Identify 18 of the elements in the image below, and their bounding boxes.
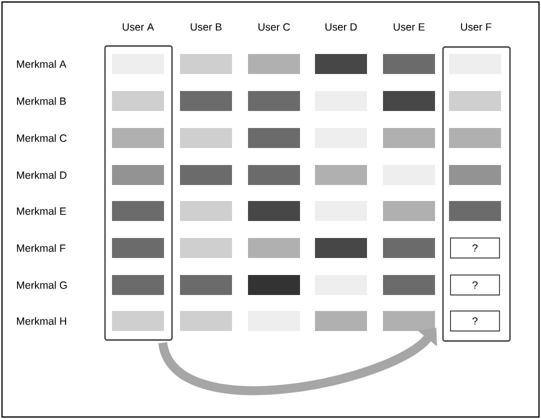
- column-box: User A: [104, 23, 173, 341]
- question-box: ?: [450, 238, 500, 258]
- column-header: User E: [394, 23, 425, 31]
- row-label: Merkmal C: [17, 134, 67, 142]
- row-label: Merkmal F: [17, 244, 66, 252]
- column-header: User B: [190, 23, 222, 31]
- row-label: Merkmal H: [17, 317, 66, 325]
- row-label: Merkmal B: [17, 97, 66, 105]
- row-label: Merkmal A: [17, 60, 66, 68]
- row-label: Merkmal D: [17, 171, 66, 179]
- question-box: ?: [450, 274, 500, 296]
- question-box: ?: [450, 310, 500, 332]
- node-label: User F: [461, 23, 492, 31]
- column-header: User D: [325, 23, 357, 31]
- row-label: Merkmal E: [17, 207, 66, 215]
- column-header: User C: [258, 23, 290, 31]
- node-label: User A: [122, 23, 154, 31]
- row-label: Merkmal G: [17, 281, 67, 289]
